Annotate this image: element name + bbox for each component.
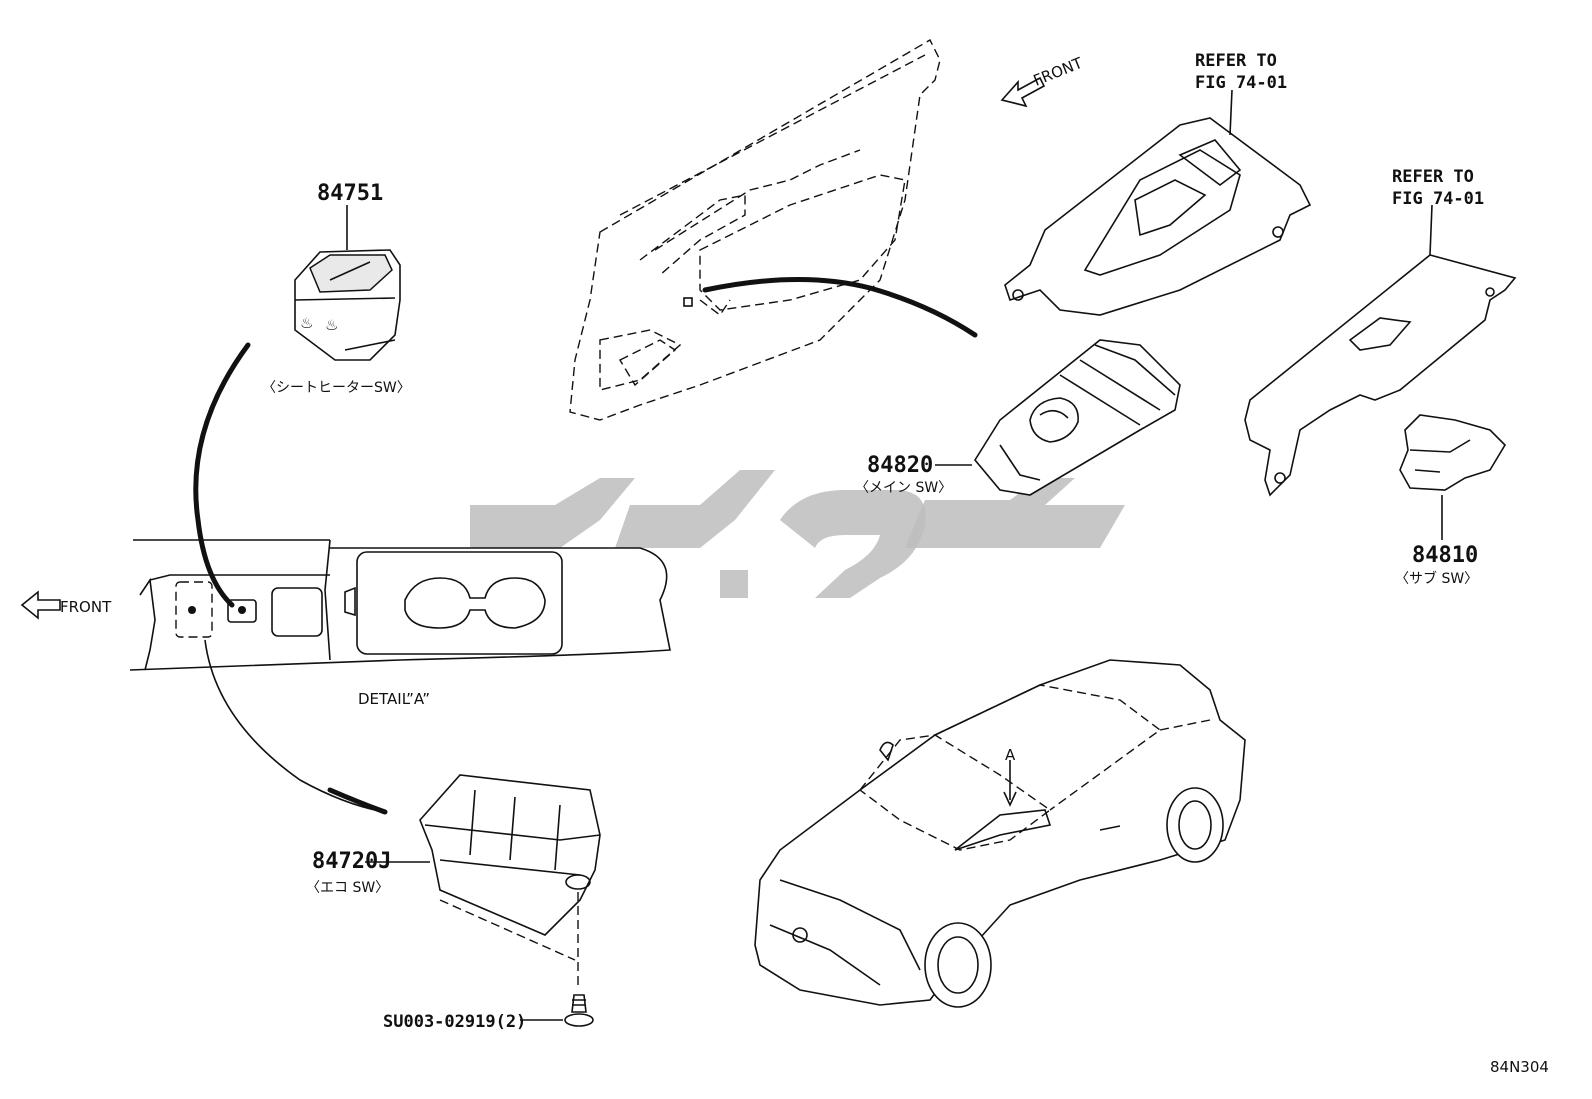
- switch-bezel-main: [1004, 89, 1312, 316]
- refer-label-2-line1: REFER TO: [1392, 167, 1474, 187]
- leader-curve-84720j: [204, 639, 386, 813]
- refer-label-2-line2: FIG 74-01: [1392, 189, 1484, 209]
- part-number-84820: 84820: [867, 453, 933, 478]
- part-84810-sub-switch: [1399, 414, 1507, 540]
- leader-curve-84751: [193, 342, 251, 608]
- part-name-84810: 〈サブ SW〉: [1395, 570, 1478, 587]
- part-name-84720j: 〈エコ SW〉: [306, 880, 389, 896]
- switch-bezel-sub: [1244, 204, 1517, 497]
- door-trim-panel: [569, 39, 978, 421]
- console-detail-a: [129, 539, 671, 671]
- refer-label-1-line2: FIG 74-01: [1195, 73, 1287, 93]
- part-su003-02919-screw: [520, 994, 594, 1027]
- car-illustration: [754, 659, 1246, 1008]
- part-number-su003-02919: SU003-02919(2): [383, 1012, 526, 1032]
- switch-symbol-right: ♨: [325, 316, 338, 334]
- part-84820-main-switch: [935, 339, 1181, 496]
- part-number-84751: 84751: [317, 181, 383, 206]
- part-name-84820: 〈メイン SW〉: [855, 480, 952, 496]
- part-name-84751: 〈シートヒーターSW〉: [262, 380, 411, 396]
- diagram-id: 84N304: [1490, 1058, 1549, 1076]
- switch-symbol-left: ♨: [300, 314, 313, 332]
- front-arrow-top: FRONT: [1000, 54, 1086, 108]
- part-number-84810: 84810: [1412, 543, 1478, 568]
- part-84751-seat-heater-switch: ♨ ♨: [294, 205, 401, 361]
- front-arrow-left: [20, 590, 61, 620]
- front-label-top: FRONT: [1031, 54, 1086, 90]
- watermark-logo: [470, 470, 1125, 598]
- refer-label-1-line1: REFER TO: [1195, 51, 1277, 71]
- detail-a-label: DETAIL”A”: [358, 690, 430, 708]
- part-84720j-eco-switch: [365, 774, 601, 990]
- car-callout-a: A: [1005, 746, 1016, 764]
- part-number-84720j: 84720J: [312, 849, 391, 874]
- front-label-left: FRONT: [60, 598, 112, 616]
